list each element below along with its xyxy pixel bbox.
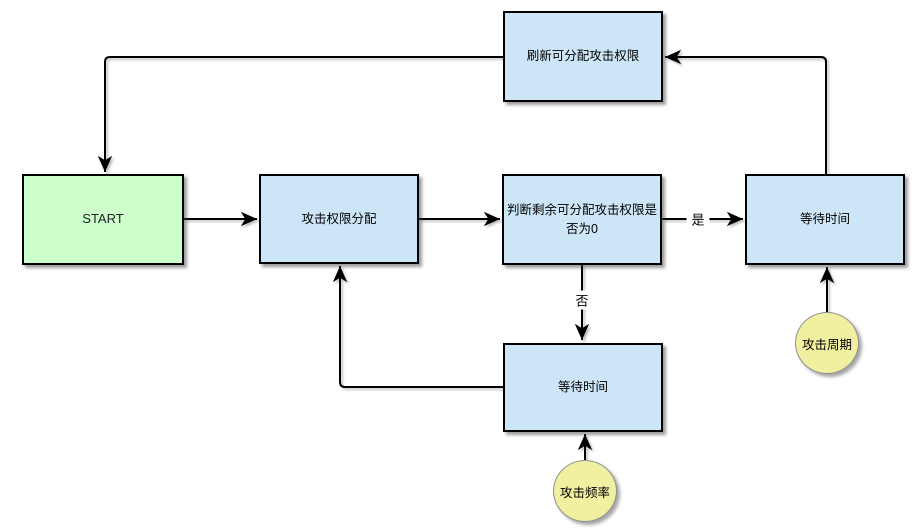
node-label: 攻击权限分配	[301, 211, 377, 226]
event-label: 攻击频率	[559, 485, 610, 500]
node-label: 判断剩余可分配攻击权限是否为0	[506, 203, 657, 236]
node-label: 等待时间	[799, 212, 850, 227]
node-label: 等待时间	[557, 380, 608, 395]
event-label: 攻击周期	[801, 337, 852, 352]
node-check-remaining-permissions-zero: 判断剩余可分配攻击权限是否为0	[502, 174, 662, 265]
node-wait-time-right: 等待时间	[745, 174, 905, 265]
edge-wait-bottom-to-allocate	[332, 266, 503, 388]
node-attack-permission-allocation: 攻击权限分配	[259, 174, 419, 264]
node-label: 刷新可分配攻击权限	[526, 49, 640, 64]
edge-label-no: 否	[570, 290, 594, 310]
edge-label-yes: 是	[686, 209, 710, 229]
node-start: START	[22, 174, 184, 265]
edge-refresh-to-start	[97, 56, 503, 172]
node-wait-time-bottom: 等待时间	[503, 343, 663, 432]
node-label: START	[82, 211, 124, 227]
event-attack-frequency: 攻击频率	[553, 460, 617, 522]
node-refresh-assignable-attack-permissions: 刷新可分配攻击权限	[503, 11, 663, 102]
event-attack-cycle: 攻击周期	[795, 312, 859, 374]
edge-wait-right-to-refresh	[665, 49, 827, 174]
